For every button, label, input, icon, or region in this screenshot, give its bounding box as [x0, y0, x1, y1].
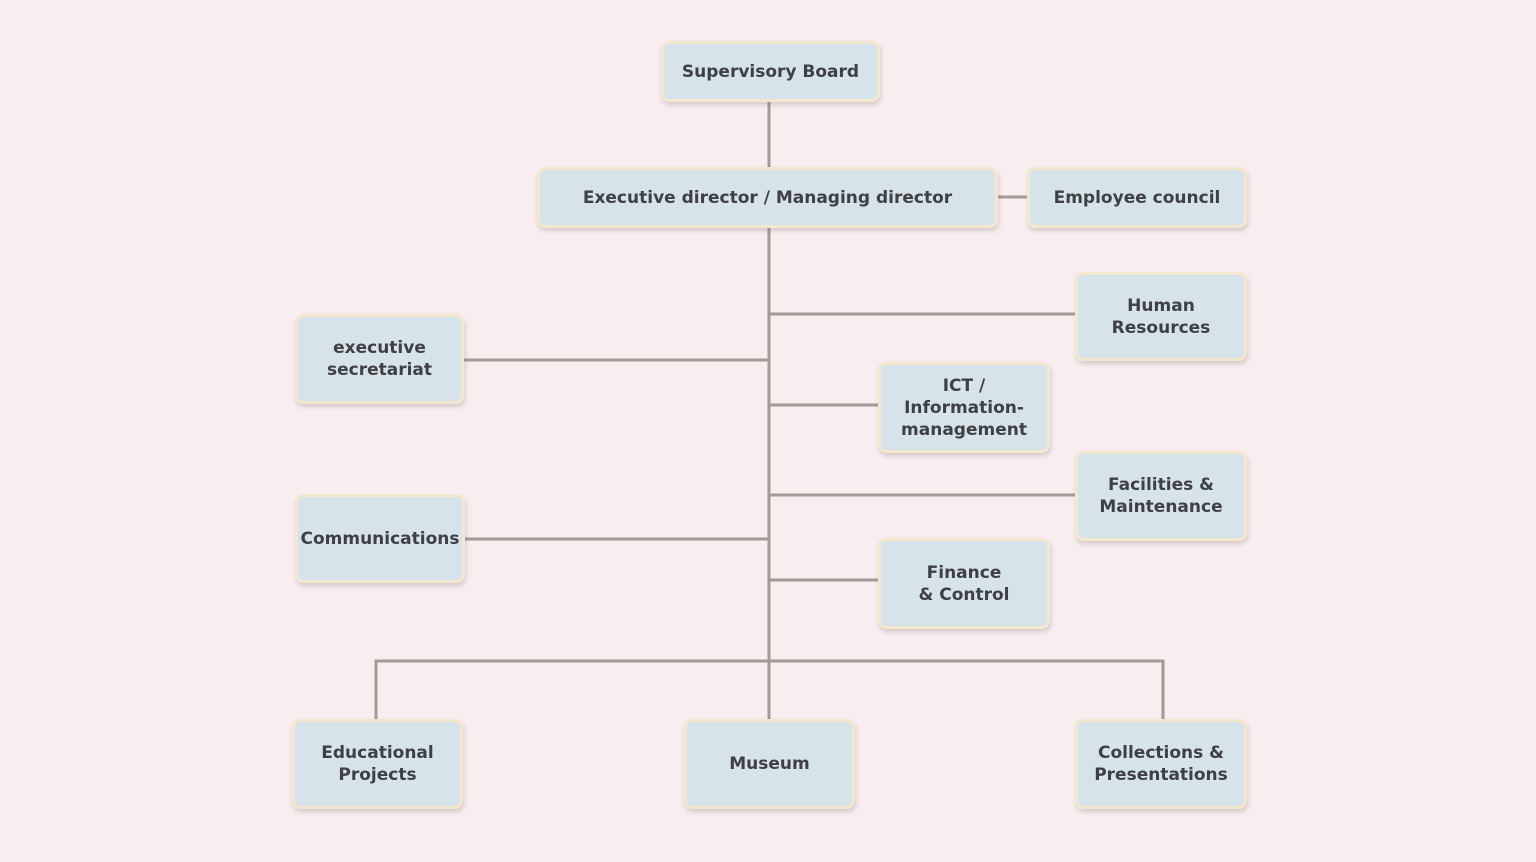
box-executive-director: Executive director / Managing director	[537, 167, 998, 228]
box-executive-secretariat: executive secretariat	[295, 314, 464, 404]
box-collections: Collections & Presentations	[1075, 719, 1247, 809]
box-human-resources: Human Resources	[1075, 272, 1247, 361]
box-facilities: Facilities & Maintenance	[1075, 451, 1247, 541]
box-museum: Museum	[684, 719, 855, 809]
box-employee-council: Employee council	[1027, 167, 1247, 228]
box-supervisory-board: Supervisory Board	[661, 41, 880, 102]
box-ict: ICT / Information- management	[878, 362, 1050, 453]
box-educational-projects: Educational Projects	[292, 719, 463, 809]
box-communications: Communications	[295, 494, 465, 583]
box-finance: Finance & Control	[878, 538, 1050, 629]
